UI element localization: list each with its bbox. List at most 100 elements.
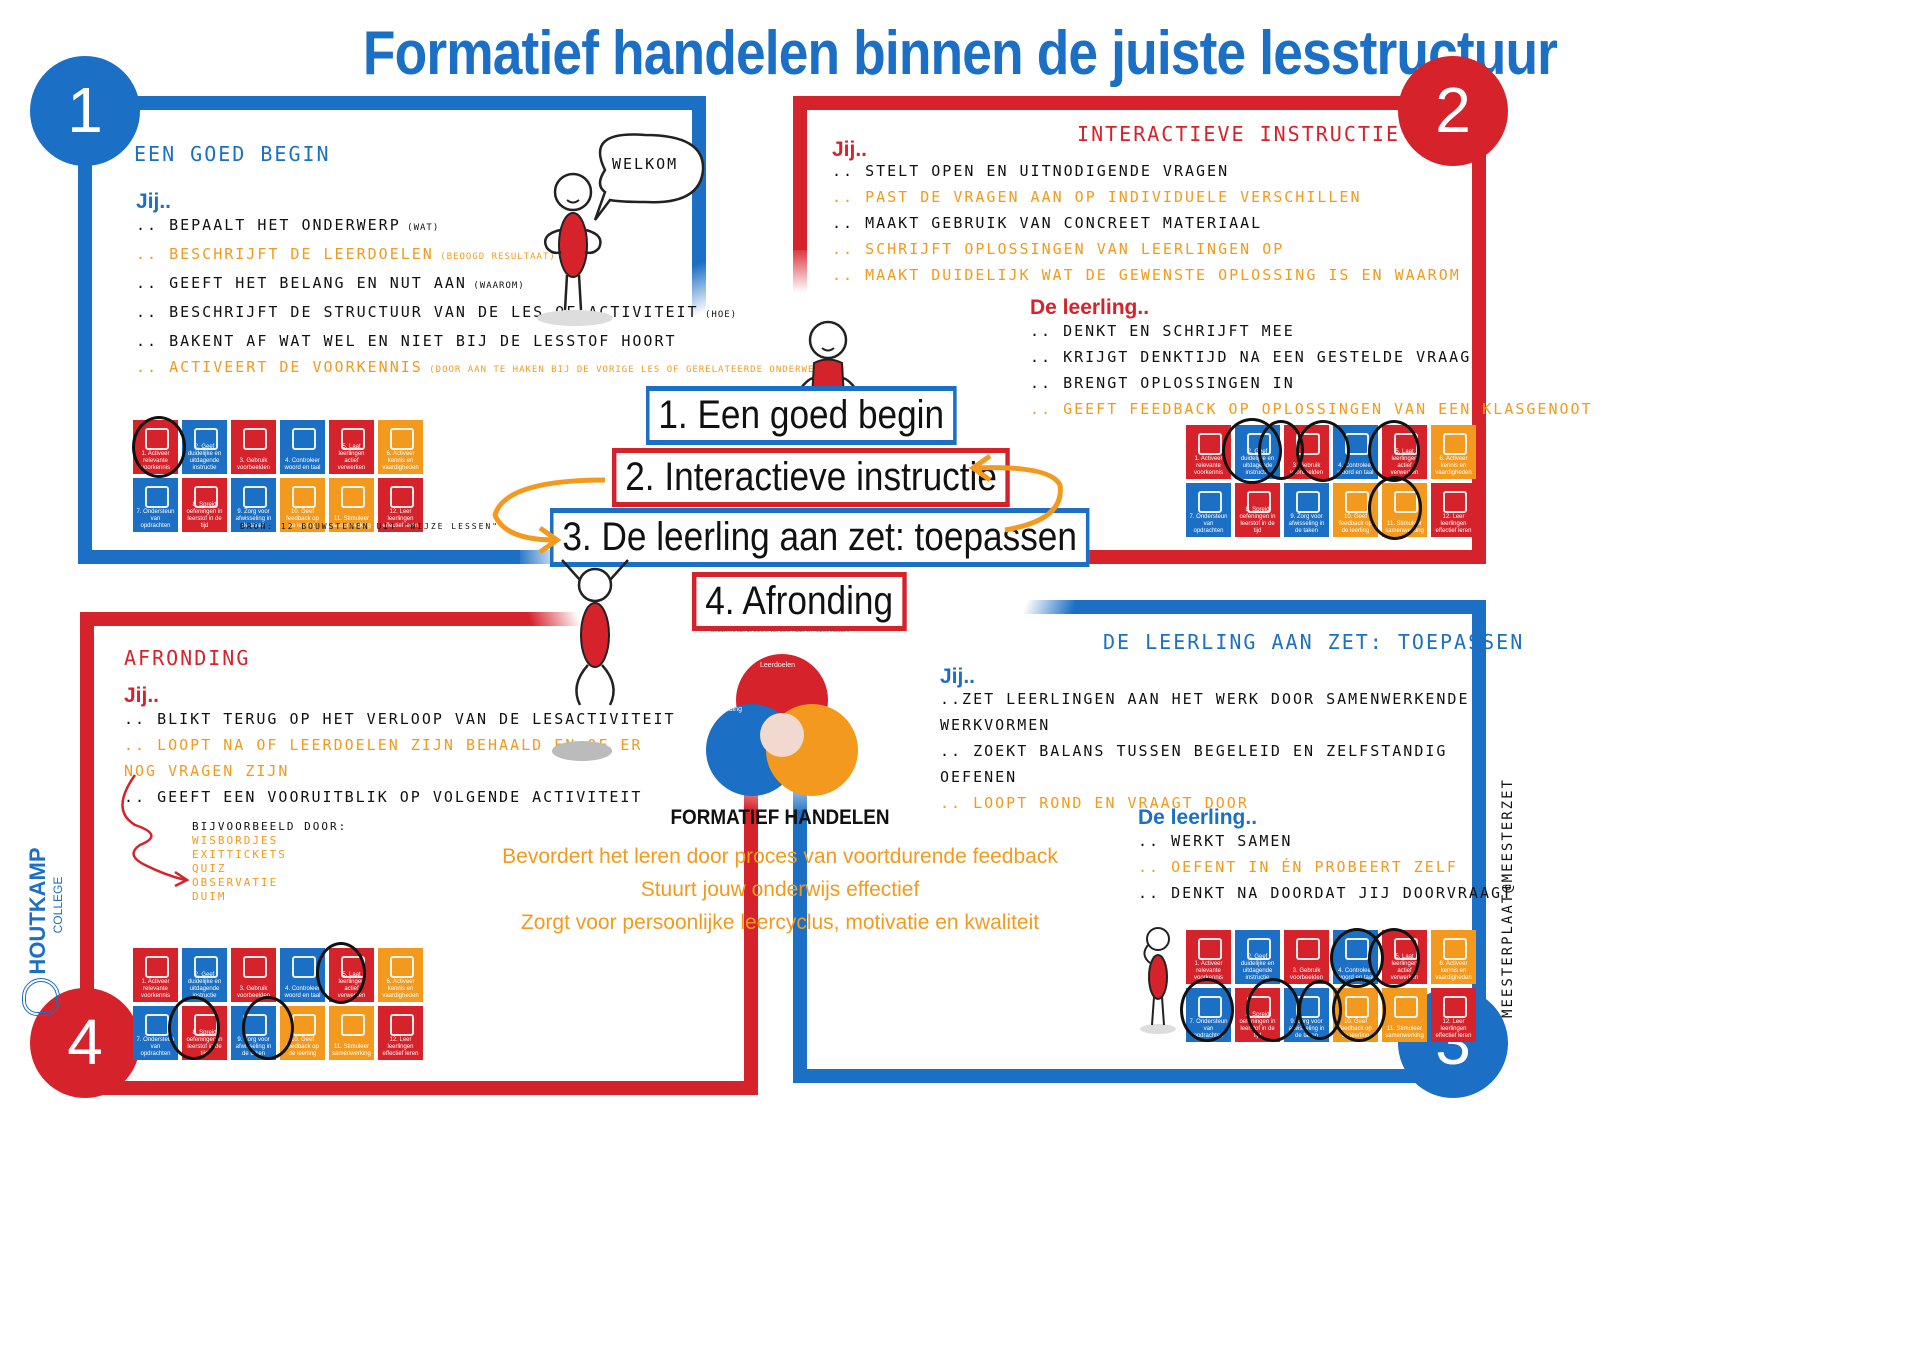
bouwsteen-label: 3. Gebruik voorbeelden xyxy=(236,986,271,999)
bouwsteen-icon xyxy=(390,428,414,450)
section-2-jij: Jij.. xyxy=(832,138,868,161)
cycle-arrows-icon xyxy=(492,453,1063,555)
list-item-text: .. Stelt open en uitnodigende vragen xyxy=(832,162,1230,180)
jumping-figure-illustration xyxy=(552,559,629,761)
bouwsteen-label: 7. Ondersteun van opdrachten xyxy=(1189,514,1228,534)
section-3-leerling-list: .. Werkt samen.. Oefent in én probeert z… xyxy=(1138,828,1513,906)
bouwsteen-tile: 2. Geef duidelijke en uitdagende instruc… xyxy=(1235,930,1280,984)
bouwsteen-icon xyxy=(292,956,316,978)
bouwsteen-label: 6. Activeer kennis en vaardigheden xyxy=(382,979,419,999)
list-item: .. Activeert de voorkennis (door aan te … xyxy=(136,354,846,383)
bouwsteen-icon xyxy=(243,428,267,450)
example-label: Bijvoorbeeld door: xyxy=(192,820,348,833)
bouwsteen-tile: 12. Leer leerlingen effectief leren xyxy=(1431,483,1476,537)
bouwsteen-icon xyxy=(390,486,414,508)
bouwsteen-icon xyxy=(194,486,218,508)
list-item-text: nog vragen zijn xyxy=(124,762,290,780)
school-logo: HOUTKAMP COLLEGE xyxy=(18,818,65,1016)
list-item-text: .. Bakent af wat wel en niet bij de less… xyxy=(136,332,677,350)
center-credit: Gebaseerd aan de theorie van John Hattie… xyxy=(710,628,850,634)
bouwsteen-label: 1. Activeer relevante voorkennis xyxy=(140,979,170,999)
section-2-leerling-list: .. Denkt en schrijft mee.. Krijgt denkti… xyxy=(1030,318,1593,422)
bouwsteen-tile: 4. Controleer woord en taal xyxy=(280,420,325,474)
list-item-text: .. Brengt oplossingen in xyxy=(1030,374,1295,392)
highlight-ring xyxy=(242,996,294,1060)
bouwsteen-label: 2. Geef duidelijke en uitdagende instruc… xyxy=(1240,954,1275,981)
number-badge-2: 2 xyxy=(1398,56,1508,166)
bouwsteen-label: 3. Gebruik voorbeelden xyxy=(1289,968,1324,981)
bouwsteen-label: 12. Leer leerlingen effectief leren xyxy=(382,1037,419,1057)
bouwsteen-tile: 10. Geef feedback op de leerling xyxy=(280,478,325,532)
highlight-ring xyxy=(1332,978,1386,1042)
bouwsteen-label: 3. Gebruik voorbeelden xyxy=(236,458,271,471)
bouwsteen-icon xyxy=(1198,433,1222,455)
list-item: .. Loopt na of leerdoelen zijn behaald e… xyxy=(124,732,676,758)
section-3-heading: De leerling aan zet: toepassen xyxy=(1103,630,1525,654)
list-item-text: .. Denkt en schrijft mee xyxy=(1030,322,1295,340)
example-item: Quiz xyxy=(192,862,227,875)
bouwsteen-label: 8. Spreid oefeningen in leerstof in de t… xyxy=(186,502,223,529)
bouwsteen-icon xyxy=(1247,938,1271,960)
bouwsteen-label: 4. Controleer woord en taal xyxy=(284,986,321,999)
list-item-text: .. Beschrijft de leerdoelen xyxy=(136,245,434,263)
bouwsteen-tile: 1. Activeer relevante voorkennis xyxy=(133,948,178,1002)
list-item: .. Geeft een vooruitblik op volgende act… xyxy=(124,784,676,810)
list-item: .. Bepaalt het onderwerp (wat) xyxy=(136,212,846,241)
bouwsteen-tile: 6. Activeer kennis en vaardigheden xyxy=(1431,425,1476,479)
list-item: .. Beschrijft de structuur van de les of… xyxy=(136,299,846,328)
bouwsteen-label: 11. Stimuleer samenwerking xyxy=(332,1044,371,1057)
logo-name: HOUTKAMP xyxy=(25,847,50,975)
bouwsteen-label: 1. Activeer relevante voorkennis xyxy=(1193,456,1223,476)
list-item-note: (waarom) xyxy=(466,281,525,291)
bouwsteen-label: 5. Laat leerlingen actief verwerken xyxy=(337,444,366,471)
section-2-heading: Interactieve instructie xyxy=(1077,122,1400,146)
bouwsteen-label: 4. Controleer woord en taal xyxy=(1337,463,1374,476)
bouwsteen-label: 12. Leer leerlingen effectief leren xyxy=(382,509,419,529)
list-item-text: werkvormen xyxy=(940,716,1051,734)
bouwsteen-icon xyxy=(341,486,365,508)
bouwsteen-label: 4. Controleer woord en taal xyxy=(284,458,321,471)
signature-text: MEESTERPLAAT@MEESTERZET xyxy=(1500,778,1516,1018)
list-item: .. Loopt rond en vraagt door xyxy=(940,790,1469,816)
list-item-text: .. Werkt samen xyxy=(1138,832,1293,850)
section-2-leerling: De leerling.. xyxy=(1030,296,1150,319)
list-item-text: .. Bepaalt het onderwerp xyxy=(136,216,401,234)
list-item-note: (beoogd resultaat) xyxy=(433,252,556,262)
list-item: werkvormen xyxy=(940,712,1469,738)
list-item-text: .. Loopt rond en vraagt door xyxy=(940,794,1249,812)
list-item-text: .. Denkt na doordat jij doorvraagt xyxy=(1138,884,1514,902)
list-item-text: .. Schrijft oplossingen van leerlingen o… xyxy=(832,240,1285,258)
section-1-list: .. Bepaalt het onderwerp (wat) .. Beschri… xyxy=(136,212,846,383)
list-item: .. Brengt oplossingen in xyxy=(1030,370,1593,396)
venn-label-left: Afronding xyxy=(712,706,742,713)
bouwsteen-label: 2. Geef duidelijke en uitdagende instruc… xyxy=(187,444,222,471)
bouwsteen-icon xyxy=(1443,938,1467,960)
bouwsteen-icon xyxy=(145,956,169,978)
bouwsteen-label: 7. Ondersteun van opdrachten xyxy=(136,1037,175,1057)
bouwsteen-label: 11. Stimuleer samenwerking xyxy=(332,516,371,529)
number-badge-1: 1 xyxy=(30,56,140,166)
bouwsteen-label: 8. Spreid oefeningen in leerstof in de t… xyxy=(1239,507,1276,534)
list-item-text: .. Blikt terug op het verloop van de les… xyxy=(124,710,676,728)
list-item: ..Zet leerlingen aan het werk door samen… xyxy=(940,686,1469,712)
bouwsteen-tile: 1. Activeer relevante voorkennis xyxy=(1186,930,1231,984)
bouwsteen-label: 2. Geef duidelijke en uitdagende instruc… xyxy=(187,972,222,999)
logo-fingerprint-icon xyxy=(22,978,60,1016)
bouwsteen-tile: 2. Geef duidelijke en uitdagende instruc… xyxy=(182,948,227,1002)
bouwsteen-tile: 12. Leer leerlingen effectief leren xyxy=(378,478,423,532)
list-item-text: .. Past de vragen aan op individuele ver… xyxy=(832,188,1362,206)
list-item: nog vragen zijn xyxy=(124,758,676,784)
list-item-note: (door aan te haken bij de vorige les of … xyxy=(422,365,847,375)
example-item: Observatie xyxy=(192,876,279,889)
step-4-label: 4. Afronding xyxy=(692,572,907,631)
bouwsteen-icon xyxy=(1394,996,1418,1018)
bouwsteen-label: 6. Activeer kennis en vaardigheden xyxy=(382,451,419,471)
bouwsteen-icon xyxy=(1296,938,1320,960)
logo-sub: COLLEGE xyxy=(51,876,65,934)
list-item-text: .. Zoekt balans tussen begeleid en zelfs… xyxy=(940,742,1448,760)
bouwsteen-tile: 5. Laat leerlingen actief verwerken xyxy=(329,420,374,474)
bouwsteen-icon xyxy=(1443,433,1467,455)
bouwsteen-icon xyxy=(341,428,365,450)
section-4-jij: Jij.. xyxy=(124,684,160,707)
bouwsteen-icon xyxy=(243,486,267,508)
